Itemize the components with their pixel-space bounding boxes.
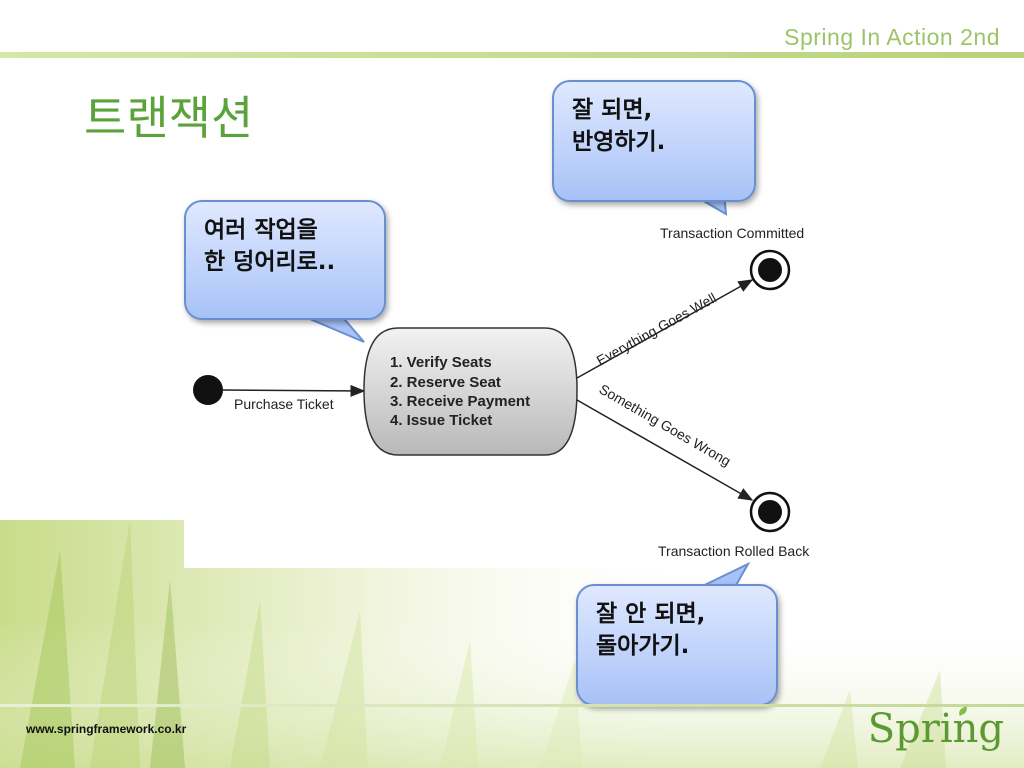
spring-logo: Spring: [867, 706, 1004, 752]
rolledback-label: Transaction Rolled Back: [658, 543, 810, 559]
callout-group-line2: 한 덩어리로..: [204, 249, 336, 276]
step-2: 2. Reserve Seat: [390, 374, 501, 391]
process-box: [363, 327, 578, 456]
book-title: Spring In Action 2nd: [784, 24, 1000, 50]
failure-arrow: [576, 399, 754, 501]
page-title: 트랜잭션: [84, 91, 254, 145]
start-node: [193, 375, 223, 405]
purchase-ticket-label: Purchase Ticket: [234, 396, 334, 412]
failure-label: Something Goes Wrong: [597, 381, 734, 469]
callout-group: 여러 작업을 한 덩어리로..: [184, 200, 386, 320]
callout-rollback-line1: 잘 안 되면,: [596, 601, 706, 627]
step-1: 1. Verify Seats: [390, 354, 492, 371]
step-3: 3. Receive Payment: [390, 393, 530, 410]
callout-commit: 잘 되면, 반영하기.: [552, 80, 756, 202]
success-arrow: [576, 279, 754, 379]
callout-rollback: 잘 안 되면, 돌아가기.: [576, 584, 778, 706]
header-divider: [0, 52, 1024, 58]
rolledback-node-core: [758, 500, 782, 524]
callout-commit-line2: 반영하기.: [572, 129, 666, 156]
callout-commit-line1: 잘 되면,: [572, 97, 653, 123]
footer-divider: [0, 704, 1024, 707]
callout-rollback-line2: 돌아가기.: [596, 633, 690, 660]
success-label: Everything Goes Well: [594, 289, 719, 368]
purchase-arrow: [221, 384, 366, 397]
committed-node-core: [758, 258, 782, 282]
callout-group-line1: 여러 작업을: [204, 217, 318, 243]
committed-label: Transaction Committed: [660, 225, 804, 241]
step-4: 4. Issue Ticket: [390, 412, 492, 429]
footer-url: www.springframework.co.kr: [26, 722, 187, 736]
